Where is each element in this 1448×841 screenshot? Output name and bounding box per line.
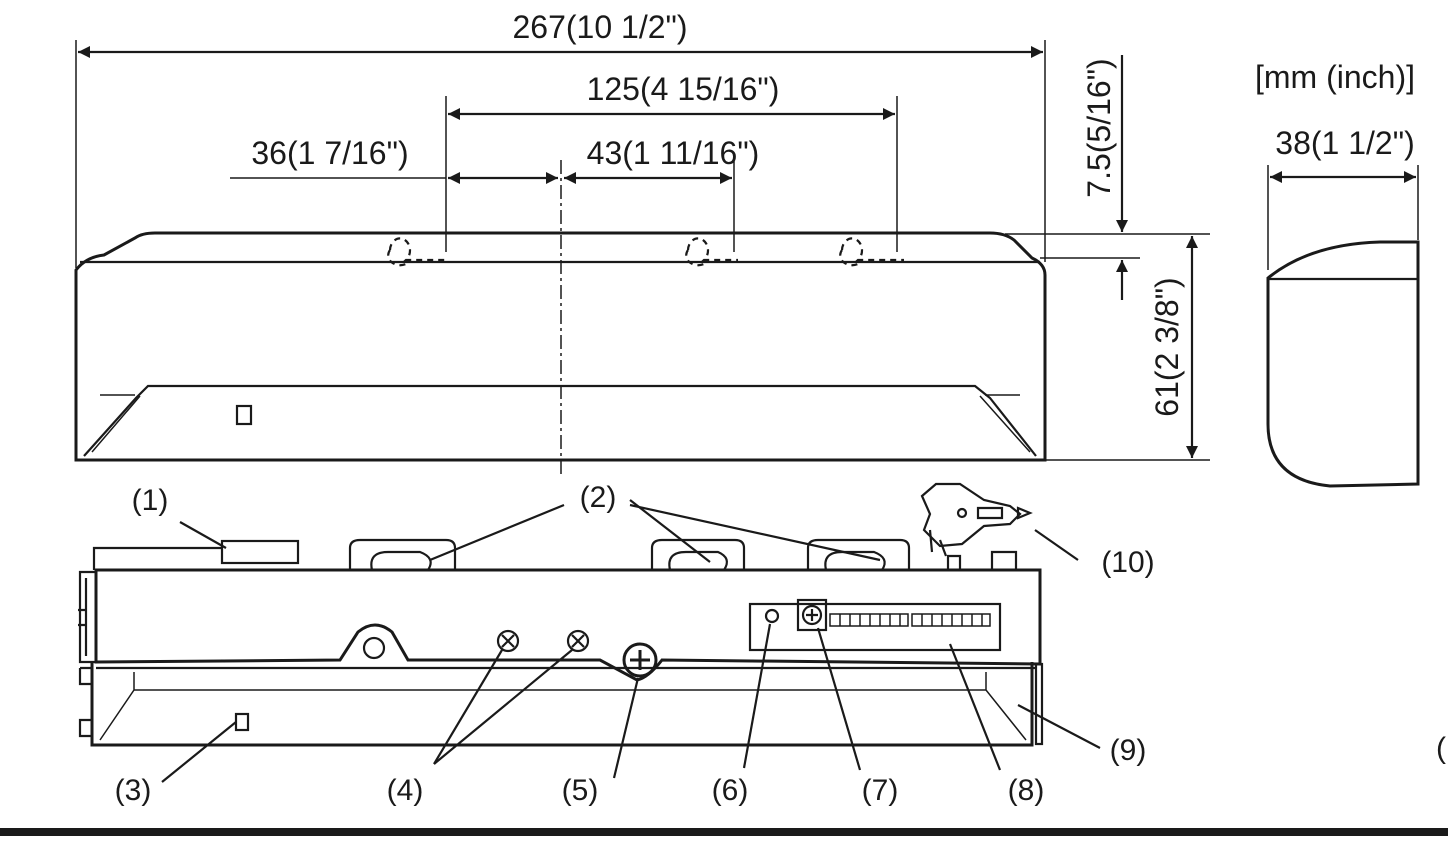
cover-left-clips: [78, 666, 94, 738]
screw-icon-right: [566, 629, 590, 653]
control-board: [748, 598, 1002, 652]
mounting-tabs: [348, 538, 911, 571]
top-gap-label: 7.5(5/16"): [1081, 58, 1117, 197]
board-outline: [748, 602, 1002, 652]
dip-switch-bank-2: [911, 613, 991, 627]
bottom-rule: [0, 828, 1448, 836]
led-indicator: [764, 608, 780, 624]
dip-switch-ticks: [839, 614, 983, 626]
trimmer-cross: [806, 609, 818, 621]
hole-span-label: 125(4 15/16"): [587, 71, 780, 107]
callout-9: (9): [1110, 734, 1147, 767]
callout-6: (6): [712, 774, 749, 807]
left-bracket-ticks: [78, 608, 86, 627]
edge-fragment: (: [1436, 732, 1446, 765]
cover-right-rail: [1034, 662, 1044, 746]
center-offset-label: 43(1 11/16"): [587, 135, 760, 171]
callout-7: (7): [862, 774, 899, 807]
housing-outline: [74, 231, 1047, 462]
callout-3: (3): [115, 774, 152, 807]
callout-1: (1): [132, 484, 169, 517]
callout-8: (8): [1008, 774, 1045, 807]
trimmer-housing: [796, 598, 828, 632]
dip-switch-bank-1: [829, 613, 909, 627]
trimmer-icon: [801, 604, 823, 626]
main-screw-icon: [622, 642, 658, 678]
terminal-posts: [946, 550, 1018, 570]
housing-lower-shroud: [83, 384, 1037, 457]
left-bracket: [78, 570, 98, 664]
screw-icon-left: [496, 629, 520, 653]
height-label: 61(2 3/8"): [1149, 277, 1185, 416]
callout-10: (10): [1101, 546, 1154, 579]
chassis-hole: [362, 636, 386, 660]
side-outline: [1266, 240, 1420, 488]
side-view: [1266, 165, 1420, 488]
callout-2: (2): [580, 481, 617, 514]
callout-4: (4): [387, 774, 424, 807]
units-label: [mm (inch)]: [1255, 59, 1415, 95]
front-view: [74, 40, 1210, 478]
cover-outline: [90, 662, 1034, 747]
led-window-bottom: [234, 712, 250, 732]
left-offset-label: 36(1 7/16"): [251, 135, 408, 171]
wire-lead: [92, 546, 222, 570]
led-window-front: [235, 404, 253, 426]
overall-width-label: 267(10 1/2"): [512, 9, 687, 45]
housing-shroud-inner: [91, 395, 1031, 453]
fuse-holder-icon: [920, 482, 1033, 557]
callout-5: (5): [562, 774, 599, 807]
callout-leaders: [161, 499, 1101, 783]
cover-inner-bevel: [99, 672, 1027, 741]
chassis-outline: [94, 568, 1042, 682]
connector-plug: [220, 539, 300, 565]
internal-view: [78, 482, 1101, 783]
depth-label: 38(1 1/2"): [1275, 125, 1414, 161]
hidden-keyhole-slots: [387, 237, 904, 267]
